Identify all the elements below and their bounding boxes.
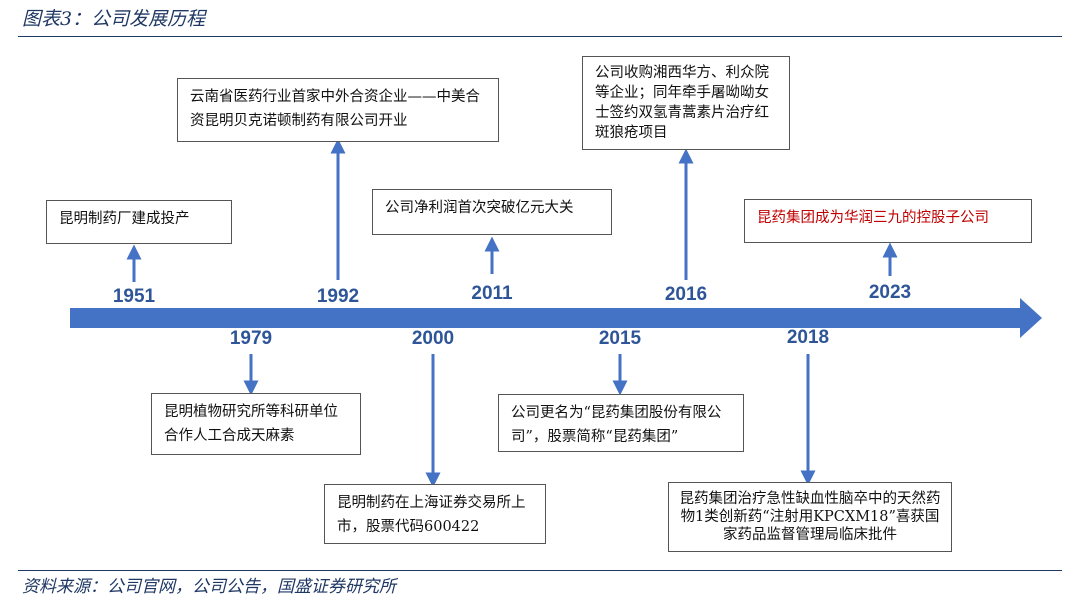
milestone-box-1992: 云南省医药行业首家中外合资企业——中美合资昆明贝克诺顿制药有限公司开业 [177,78,499,142]
milestone-box-1979: 昆明植物研究所等科研单位合作人工合成天麻素 [151,393,361,455]
milestone-box-2000: 昆明制药在上海证券交易所上市，股票代码600422 [324,484,546,544]
bottom-rule [18,570,1062,571]
top-rule [18,36,1062,37]
year-label-1992: 1992 [316,286,360,307]
milestone-box-2023: 昆药集团成为华润三九的控股子公司 [744,199,1032,243]
milestone-box-2015: 公司更名为“昆药集团股份有限公司”，股票简称“昆药集团” [498,394,744,452]
year-label-2015: 2015 [598,328,642,349]
source-note: 资料来源：公司官网，公司公告，国盛证券研究所 [22,577,396,597]
figure-title: 图表3：公司发展历程 [22,8,206,30]
milestone-box-2016: 公司收购湘西华方、利众院等企业；同年牵手屠呦呦女士签约双氢青蒿素片治疗红斑狼疮项… [582,56,790,150]
year-label-1979: 1979 [229,328,273,349]
milestone-box-1951: 昆明制药厂建成投产 [46,200,232,244]
milestone-box-2018: 昆药集团治疗急性缺血性脑卒中的天然药物1类创新药“注射用KPCXM18”喜获国家… [668,482,952,552]
year-label-2000: 2000 [411,328,455,349]
year-label-2011: 2011 [471,283,513,304]
year-label-1951: 1951 [112,286,156,307]
timeline-axis-arrow [70,298,1042,338]
year-label-2023: 2023 [868,282,912,303]
year-label-2018: 2018 [786,327,830,348]
milestone-box-2011: 公司净利润首次突破亿元大关 [372,189,612,235]
year-label-2016: 2016 [664,284,708,305]
